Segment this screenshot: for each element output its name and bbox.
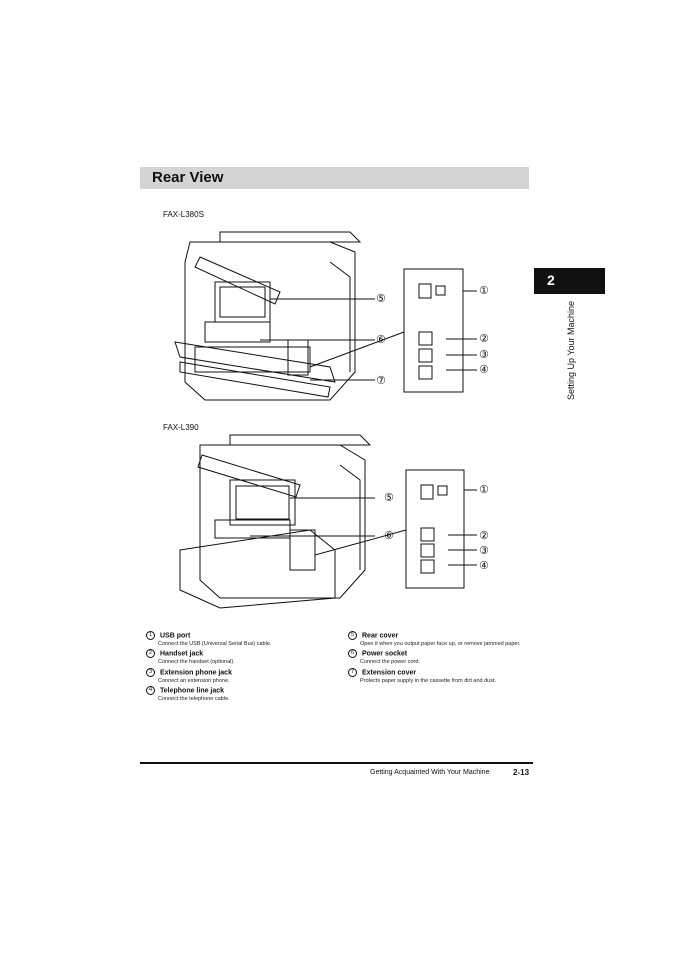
- legend-desc: Protects paper supply in the cassette fr…: [360, 677, 497, 684]
- legend-desc: Connect an extension phone.: [158, 677, 230, 684]
- figure-1-callout-7: ⑦: [376, 375, 386, 387]
- legend-desc: Connect the handset (optional).: [158, 658, 235, 665]
- legend-number: 2: [146, 649, 155, 658]
- footer-rule: [140, 762, 533, 764]
- legend-label: Extension phone jack: [160, 669, 232, 677]
- legend-label: Extension cover: [362, 669, 417, 677]
- figure-2-callout-5: ⑤: [384, 492, 394, 504]
- legend-item-usb-port: 1 USB port Connect the USB (Universal Ser…: [146, 631, 336, 647]
- legend-label: Rear cover: [362, 632, 399, 640]
- section-title-bar: Rear View: [140, 167, 529, 189]
- figure-1-callout-4: ④: [479, 364, 489, 376]
- figure-2-callout-3: ③: [479, 545, 489, 557]
- legend-label: USB port: [160, 632, 191, 640]
- legend-desc: Open it when you output paper face up, o…: [360, 640, 521, 647]
- legend-label: Handset jack: [160, 650, 204, 658]
- legend-item-telephone-line-jack: 4 Telephone line jack Connect the telepho…: [146, 686, 336, 702]
- legend-item-extension-cover: 7 Extension cover Protects paper supply i…: [348, 668, 538, 684]
- figure-1-illustration: [174, 231, 477, 401]
- footer-chapter-title: Getting Acquainted With Your Machine: [370, 769, 490, 776]
- figure-1-callout-5: ⑤: [376, 293, 386, 305]
- legend-item-extension-phone-jack: 3 Extension phone jack Connect an extensi…: [146, 668, 336, 684]
- figure-2-callout-1: ①: [479, 484, 489, 496]
- figure-2-callout-6: ⑥: [384, 530, 394, 542]
- legend-number: 4: [146, 686, 155, 695]
- figure-1-callout-1: ①: [479, 285, 489, 297]
- figure-1-callout-6: ⑥: [376, 334, 386, 346]
- legend-label: Power socket: [362, 650, 408, 658]
- legend-number: 6: [348, 649, 357, 658]
- legend-desc: Connect the power cord.: [360, 658, 420, 665]
- chapter-side-title: Setting Up Your Machine: [566, 300, 576, 400]
- chapter-tab: 2: [534, 268, 605, 294]
- page-number: 2-13: [513, 768, 530, 777]
- legend-desc: Connect the telephone cable.: [158, 695, 230, 702]
- section-title: Rear View: [152, 169, 224, 186]
- figure-1-model: FAX-L380S: [163, 210, 204, 219]
- figure-2-callout-2: ②: [479, 530, 489, 542]
- legend-number: 5: [348, 631, 357, 640]
- chapter-number: 2: [547, 272, 555, 288]
- figure-1-callout-2: ②: [479, 333, 489, 345]
- legend-item-rear-cover: 5 Rear cover Open it when you output pape…: [348, 631, 538, 647]
- figure-1-callout-3: ③: [479, 349, 489, 361]
- legend-item-handset-jack: 2 Handset jack Connect the handset (optio…: [146, 649, 336, 665]
- legend-number: 3: [146, 668, 155, 677]
- figure-2-model: FAX-L390: [163, 423, 199, 432]
- legend-desc: Connect the USB (Universal Serial Bus) c…: [158, 640, 272, 647]
- legend-item-power-socket: 6 Power socket Connect the power cord.: [348, 649, 538, 665]
- figure-2-illustration: [179, 434, 477, 609]
- legend-number: 7: [348, 668, 357, 677]
- legend-number: 1: [146, 631, 155, 640]
- figure-2-callout-4: ④: [479, 560, 489, 572]
- legend-label: Telephone line jack: [160, 687, 225, 695]
